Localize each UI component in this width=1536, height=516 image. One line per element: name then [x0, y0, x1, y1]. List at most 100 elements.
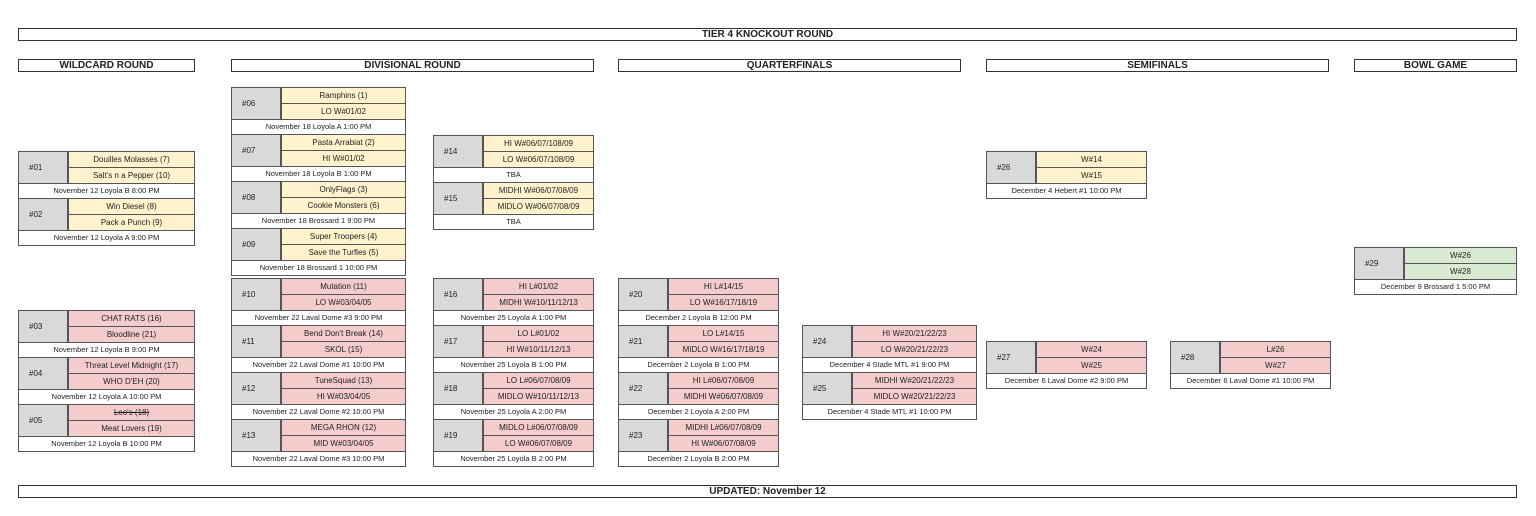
match-02[interactable]: #02 Win Diesel (8) Pack a Punch (9) Nove…: [18, 198, 195, 246]
match-number: #09: [231, 228, 281, 261]
team-1: MIDHI W#20/21/22/23: [852, 372, 977, 389]
match-number: #15: [433, 182, 483, 215]
match-05[interactable]: #05 Leo's (18) Meat Lovers (19) November…: [18, 404, 195, 452]
match-06[interactable]: #06 Ramphins (1) LO W#01/02 November 18 …: [231, 87, 406, 135]
round-header-bowl: BOWL GAME: [1354, 59, 1517, 72]
team-1: Super Troopers (4): [281, 228, 406, 245]
match-29[interactable]: #29 W#26 W#28 December 9 Brossard 1 5:00…: [1354, 247, 1517, 295]
match-schedule: December 4 Stade MTL #1 10:00 PM: [802, 404, 977, 420]
team-1: LO L#06/07/08/09: [483, 372, 594, 389]
team-2: HI W#06/07/08/09: [668, 435, 779, 452]
match-08[interactable]: #08 OnlyFlags (3) Cookie Monsters (6) No…: [231, 181, 406, 229]
match-22[interactable]: #22 HI L#06/07/08/09 MIDHI W#06/07/08/09…: [618, 372, 779, 420]
team-2: MIDLO W#10/11/12/13: [483, 388, 594, 405]
match-07[interactable]: #07 Pasta Arrabiat (2) HI W#01/02 Novemb…: [231, 134, 406, 182]
match-03[interactable]: #03 CHAT RATS (16) Bloodline (21) Novemb…: [18, 310, 195, 358]
team-2: MIDHI W#10/11/12/13: [483, 294, 594, 311]
match-number: #17: [433, 325, 483, 358]
team-2: W#25: [1036, 357, 1147, 374]
match-16[interactable]: #16 HI L#01/02 MIDHI W#10/11/12/13 Novem…: [433, 278, 594, 326]
team-1: MIDHI L#06/07/08/09: [668, 419, 779, 436]
match-09[interactable]: #09 Super Troopers (4) Save the Turfles …: [231, 228, 406, 276]
match-number: #24: [802, 325, 852, 358]
match-schedule: December 2 Loyola B 1:00 PM: [618, 357, 779, 373]
match-number: #06: [231, 87, 281, 120]
match-27[interactable]: #27 W#24 W#25 December 6 Laval Dome #2 9…: [986, 341, 1147, 389]
team-2: Salt's n a Pepper (10): [68, 167, 195, 184]
match-10[interactable]: #10 Mutation (11) LO W#03/04/05 November…: [231, 278, 406, 326]
team-2: Pack a Punch (9): [68, 214, 195, 231]
match-schedule: November 22 Laval Dome #1 10:00 PM: [231, 357, 406, 373]
match-26[interactable]: #26 W#14 W#15 December 4 Hebert #1 10:00…: [986, 151, 1147, 199]
team-1: L#26: [1220, 341, 1331, 358]
match-schedule: November 12 Loyola B 10:00 PM: [18, 436, 195, 452]
team-2: W#15: [1036, 167, 1147, 184]
match-12[interactable]: #12 TuneSquad (13) HI W#03/04/05 Novembe…: [231, 372, 406, 420]
team-1: LO L#01/02: [483, 325, 594, 342]
team-2: MIDLO W#16/17/18/19: [668, 341, 779, 358]
match-schedule: November 25 Loyola B 2:00 PM: [433, 451, 594, 467]
match-schedule: November 22 Laval Dome #2 10:00 PM: [231, 404, 406, 420]
match-19[interactable]: #19 MIDLO L#06/07/08/09 LO W#06/07/08/09…: [433, 419, 594, 467]
match-15[interactable]: #15 MIDHI W#06/07/08/09 MIDLO W#06/07/08…: [433, 182, 594, 230]
team-2: W#28: [1404, 263, 1517, 280]
team-1: HI W#06/07/108/09: [483, 135, 594, 152]
team-1: HI L#01/02: [483, 278, 594, 295]
team-1: W#24: [1036, 341, 1147, 358]
match-28[interactable]: #28 L#26 W#27 December 6 Laval Dome #1 1…: [1170, 341, 1331, 389]
match-25[interactable]: #25 MIDHI W#20/21/22/23 MIDLO W#20/21/22…: [802, 372, 977, 420]
match-schedule: December 2 Loyola A 2:00 PM: [618, 404, 779, 420]
round-header-divisional: DIVISIONAL ROUND: [231, 59, 594, 72]
match-18[interactable]: #18 LO L#06/07/08/09 MIDLO W#10/11/12/13…: [433, 372, 594, 420]
team-1-eliminated: Leo's (18): [68, 404, 195, 421]
match-number: #14: [433, 135, 483, 168]
match-21[interactable]: #21 LO L#14/15 MIDLO W#16/17/18/19 Decem…: [618, 325, 779, 373]
team-2: LO W#20/21/22/23: [852, 341, 977, 358]
match-20[interactable]: #20 HI L#14/15 LO W#16/17/18/19 December…: [618, 278, 779, 326]
match-schedule: December 6 Laval Dome #1 10:00 PM: [1170, 373, 1331, 389]
team-1: Threat Level Midnight (17): [68, 357, 195, 374]
match-17[interactable]: #17 LO L#01/02 HI W#10/11/12/13 November…: [433, 325, 594, 373]
match-23[interactable]: #23 MIDHI L#06/07/08/09 HI W#06/07/08/09…: [618, 419, 779, 467]
team-1: CHAT RATS (16): [68, 310, 195, 327]
match-04[interactable]: #04 Threat Level Midnight (17) WHO D'EH …: [18, 357, 195, 405]
match-number: #01: [18, 151, 68, 184]
match-13[interactable]: #13 MEGA RHON (12) MID W#03/04/05 Novemb…: [231, 419, 406, 467]
team-2: LO W#16/17/18/19: [668, 294, 779, 311]
page-title: TIER 4 KNOCKOUT ROUND: [18, 28, 1517, 41]
team-1: OnlyFlags (3): [281, 181, 406, 198]
match-11[interactable]: #11 Bend Don't Break (14) SKOL (15) Nove…: [231, 325, 406, 373]
match-number: #04: [18, 357, 68, 390]
match-schedule: December 4 Hebert #1 10:00 PM: [986, 183, 1147, 199]
match-number: #05: [18, 404, 68, 437]
match-schedule: November 18 Brossard 1 10:00 PM: [231, 260, 406, 276]
match-14[interactable]: #14 HI W#06/07/108/09 LO W#06/07/108/09 …: [433, 135, 594, 183]
match-number: #11: [231, 325, 281, 358]
team-1: Bend Don't Break (14): [281, 325, 406, 342]
team-2: WHO D'EH (20): [68, 373, 195, 390]
match-number: #16: [433, 278, 483, 311]
round-header-quarterfinals: QUARTERFINALS: [618, 59, 961, 72]
match-01[interactable]: #01 Douilles Molasses (7) Salt's n a Pep…: [18, 151, 195, 199]
match-number: #27: [986, 341, 1036, 374]
team-1: HI W#20/21/22/23: [852, 325, 977, 342]
match-number: #25: [802, 372, 852, 405]
team-2: Bloodline (21): [68, 326, 195, 343]
match-number: #02: [18, 198, 68, 231]
match-24[interactable]: #24 HI W#20/21/22/23 LO W#20/21/22/23 De…: [802, 325, 977, 373]
team-1: MEGA RHON (12): [281, 419, 406, 436]
match-number: #22: [618, 372, 668, 405]
team-2: MIDLO W#06/07/08/09: [483, 198, 594, 215]
team-2: Meat Lovers (19): [68, 420, 195, 437]
team-1: HI L#14/15: [668, 278, 779, 295]
match-schedule: December 2 Loyola B 2:00 PM: [618, 451, 779, 467]
match-schedule: November 18 Brossard 1 9:00 PM: [231, 213, 406, 229]
updated-footer: UPDATED: November 12: [18, 485, 1517, 498]
team-1: TuneSquad (13): [281, 372, 406, 389]
round-header-wildcard: WILDCARD ROUND: [18, 59, 195, 72]
match-schedule: December 2 Loyola B 12:00 PM: [618, 310, 779, 326]
match-number: #13: [231, 419, 281, 452]
match-number: #08: [231, 181, 281, 214]
team-2: MIDHI W#06/07/08/09: [668, 388, 779, 405]
match-number: #18: [433, 372, 483, 405]
